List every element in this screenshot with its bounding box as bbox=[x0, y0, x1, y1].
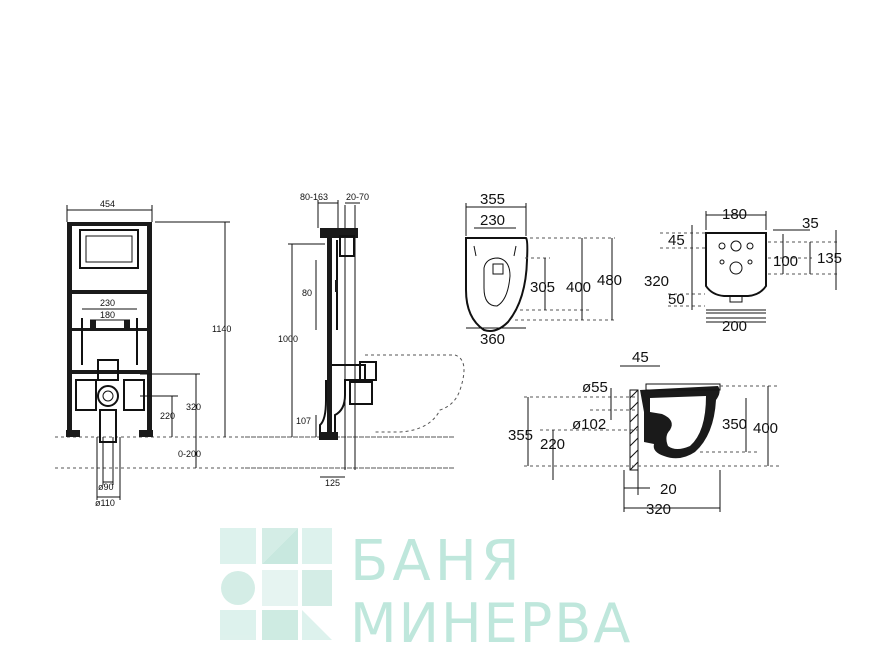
pipe-90-label: ø90 bbox=[98, 482, 114, 492]
drain-220-label: 220 bbox=[160, 411, 175, 421]
pan-side-view bbox=[524, 365, 780, 512]
inlet-80-label: 80 bbox=[302, 288, 312, 298]
pan-back-view bbox=[660, 211, 840, 323]
pan-top-view bbox=[465, 203, 615, 332]
pan-width-360-label: 360 bbox=[480, 331, 505, 348]
wall-range-label: 20-70 bbox=[346, 192, 369, 202]
back-h135-label: 135 bbox=[817, 250, 842, 267]
side-gap-20-label: 20 bbox=[660, 481, 677, 498]
back-width-180-label: 180 bbox=[722, 206, 747, 223]
back-h100-label: 100 bbox=[773, 253, 798, 270]
stud-180-label: 180 bbox=[100, 310, 115, 320]
watermark-line2: МИНЕРВА bbox=[350, 592, 632, 647]
stud-230-label: 230 bbox=[100, 298, 115, 308]
base-125-label: 125 bbox=[325, 478, 340, 488]
drain-320-label: 320 bbox=[186, 402, 201, 412]
back-h320-label: 320 bbox=[644, 273, 669, 290]
side-top-45-label: 45 bbox=[632, 349, 649, 366]
floor-range-label: 0-200 bbox=[178, 449, 201, 459]
height-107-label: 107 bbox=[296, 416, 311, 426]
side-depth-320-label: 320 bbox=[646, 501, 671, 518]
pan-inner-230-label: 230 bbox=[480, 212, 505, 229]
side-dia-102-label: ø102 bbox=[572, 416, 606, 433]
pan-305-label: 305 bbox=[530, 279, 555, 296]
side-h355-label: 355 bbox=[508, 427, 533, 444]
height-1000-label: 1000 bbox=[278, 334, 298, 344]
back-h50-label: 50 bbox=[668, 291, 685, 308]
pan-outer-355-label: 355 bbox=[480, 191, 505, 208]
side-h350-label: 350 bbox=[722, 416, 747, 433]
watermark-logo bbox=[220, 528, 332, 640]
frame-front-view bbox=[55, 205, 455, 500]
back-base-200-label: 200 bbox=[722, 318, 747, 335]
side-h220-label: 220 bbox=[540, 436, 565, 453]
frame-height-label: 1140 bbox=[212, 324, 231, 334]
pipe-110-label: ø110 bbox=[95, 498, 115, 508]
back-h45-label: 45 bbox=[668, 232, 685, 249]
frame-side-view bbox=[245, 200, 465, 478]
watermark-line1: БАНЯ bbox=[350, 529, 524, 594]
side-h400-label: 400 bbox=[753, 420, 778, 437]
pan-400-label: 400 bbox=[566, 279, 591, 296]
pan-480-label: 480 bbox=[597, 272, 622, 289]
depth-range-label: 80-163 bbox=[300, 192, 328, 202]
frame-width-label: 454 bbox=[100, 199, 115, 209]
back-offset-35-label: 35 bbox=[802, 215, 819, 232]
side-dia-55-label: ø55 bbox=[582, 379, 608, 396]
